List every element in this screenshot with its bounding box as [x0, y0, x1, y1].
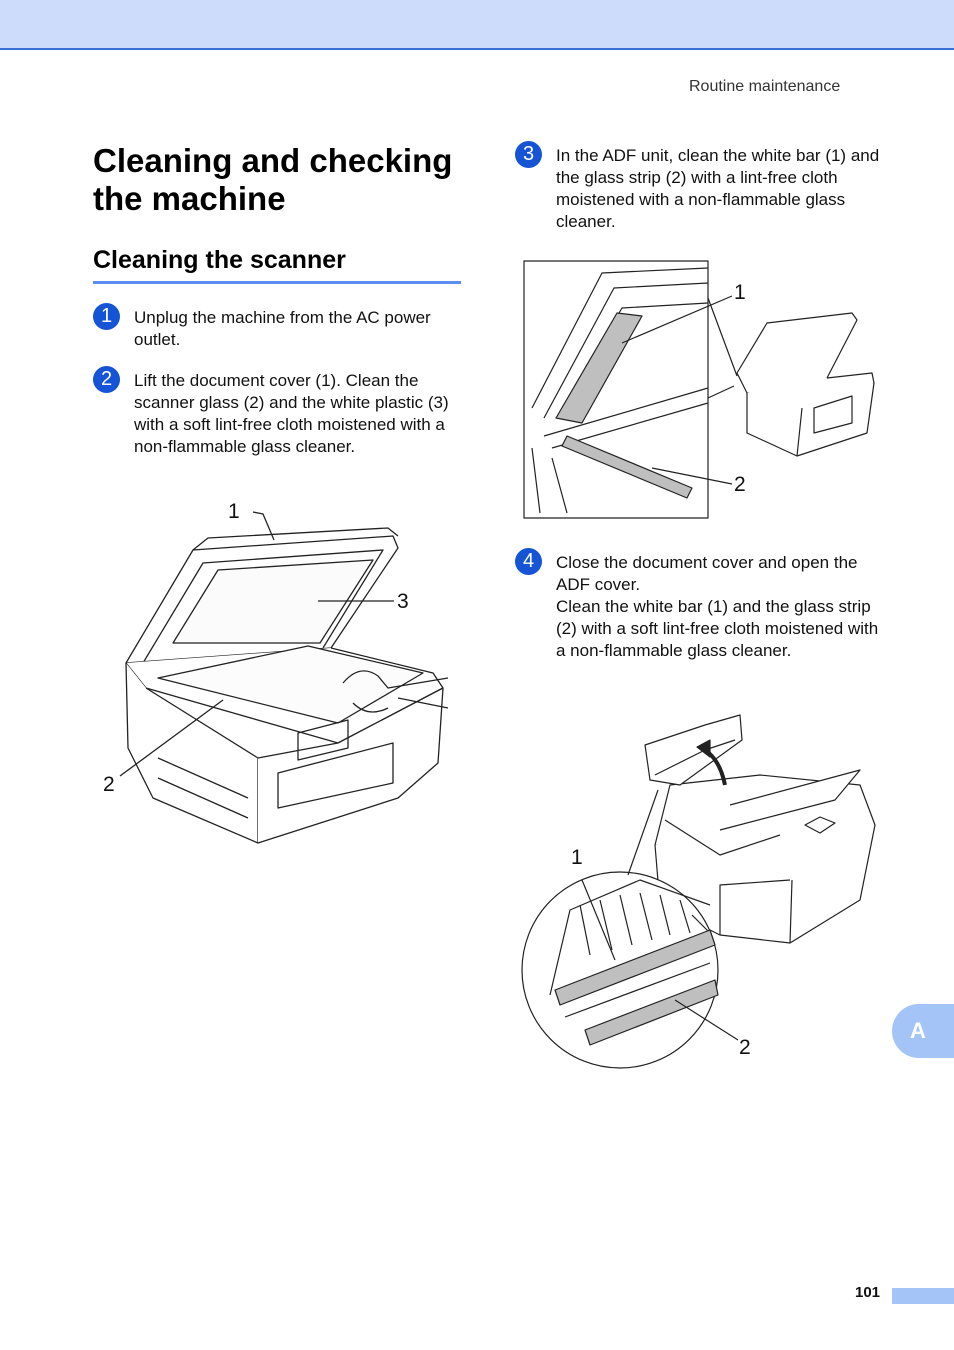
step-1-text: Unplug the machine from the AC power out…: [134, 308, 431, 349]
running-head: Routine maintenance: [689, 78, 841, 95]
callout-3: 3: [397, 590, 409, 613]
step-2-badge: 2: [93, 366, 120, 393]
step-4-badge: 4: [515, 548, 542, 575]
adf-cover-figure: [521, 714, 876, 1069]
callout-2: 2: [739, 1036, 751, 1059]
adf-unit-figure: [523, 260, 875, 519]
callout-1: 1: [228, 500, 240, 523]
step-1-badge: 1: [93, 303, 120, 330]
step-4-text-line1: Close the document cover and open the AD…: [556, 553, 858, 594]
page-number-bar: [892, 1288, 954, 1304]
header-band: [0, 0, 954, 50]
callout-1: 1: [571, 846, 583, 869]
callout-2: 2: [734, 473, 746, 496]
section-title: Cleaning and checking the machine: [93, 142, 453, 217]
callout-2: 2: [103, 773, 115, 796]
scanner-glass-figure: [119, 511, 449, 844]
appendix-tab: A: [892, 1004, 954, 1058]
step-4-text-line2: Clean the white bar (1) and the glass st…: [556, 597, 879, 660]
step-3-text: In the ADF unit, clean the white bar (1)…: [556, 146, 880, 231]
step-3-badge: 3: [515, 141, 542, 168]
subsection-title: Cleaning the scanner: [93, 246, 461, 284]
step-2-text: Lift the document cover (1). Clean the s…: [134, 371, 449, 456]
callout-1: 1: [734, 281, 746, 304]
page-number: 101: [855, 1284, 881, 1301]
